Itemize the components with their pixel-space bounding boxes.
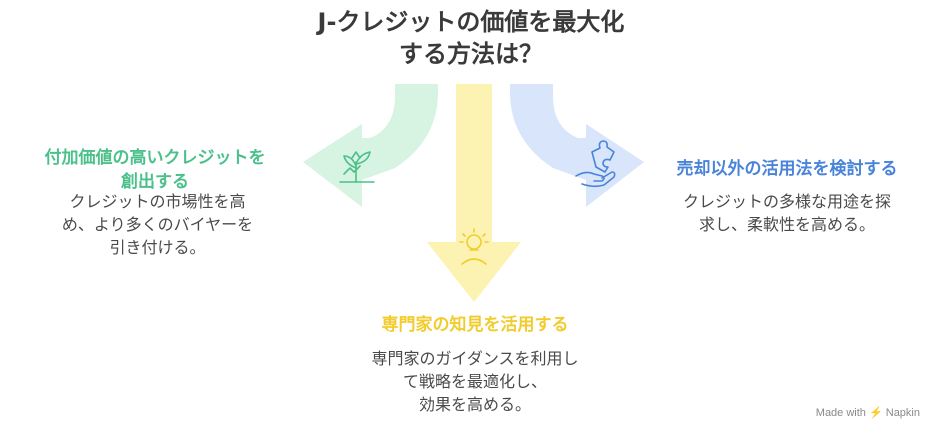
left-heading-line-2: 創出する	[121, 172, 189, 192]
title-line-2: する方法は？	[399, 40, 543, 68]
credit-prefix: Made with	[815, 407, 866, 419]
title-line-1: J-クレジットの価値を最大化	[317, 8, 625, 36]
right-desc-line-2: 求し、柔軟性を高める。	[698, 215, 875, 234]
made-with-credit[interactable]: Made with ⚡ Napkin	[816, 406, 920, 419]
lightbulb-person-icon	[459, 228, 489, 265]
left-desc-line-1: クレジットの市場性を高	[69, 192, 246, 211]
right-arrow	[510, 84, 644, 207]
puzzle-hand-icon	[575, 140, 616, 188]
growth-plant-icon	[339, 151, 375, 183]
page-title: J-クレジットの価値を最大化 する方法は？	[260, 6, 682, 70]
left-heading-line-1: 付加価値の高いクレジットを	[44, 148, 266, 168]
left-arrow	[303, 84, 438, 207]
right-heading: 売却以外の活用法を検討する	[676, 159, 898, 179]
middle-desc-line-2: て戦略を最適化し、	[402, 372, 547, 391]
left-desc-line-3: 引き付ける。	[109, 238, 206, 257]
middle-desc-line-3: 効果を高める。	[418, 395, 531, 414]
middle-heading: 専門家の知見を活用する	[381, 315, 569, 335]
left-description: クレジットの市場性を高 め、より多くのバイヤーを 引き付ける。	[30, 190, 285, 259]
left-desc-line-2: め、より多くのバイヤーを	[61, 215, 254, 234]
right-desc-line-1: クレジットの多様な用途を探	[682, 192, 891, 211]
napkin-logo-icon: ⚡	[868, 407, 883, 419]
right-description: クレジットの多様な用途を探 求し、柔軟性を高める。	[642, 190, 932, 236]
middle-desc-line-1: 専門家のガイダンスを利用し	[371, 349, 579, 368]
middle-description: 専門家のガイダンスを利用し て戦略を最適化し、 効果を高める。	[330, 347, 620, 416]
left-heading: 付加価値の高いクレジットを 創出する	[20, 146, 290, 194]
middle-arrow	[427, 84, 521, 302]
credit-brand: Napkin	[885, 407, 920, 419]
